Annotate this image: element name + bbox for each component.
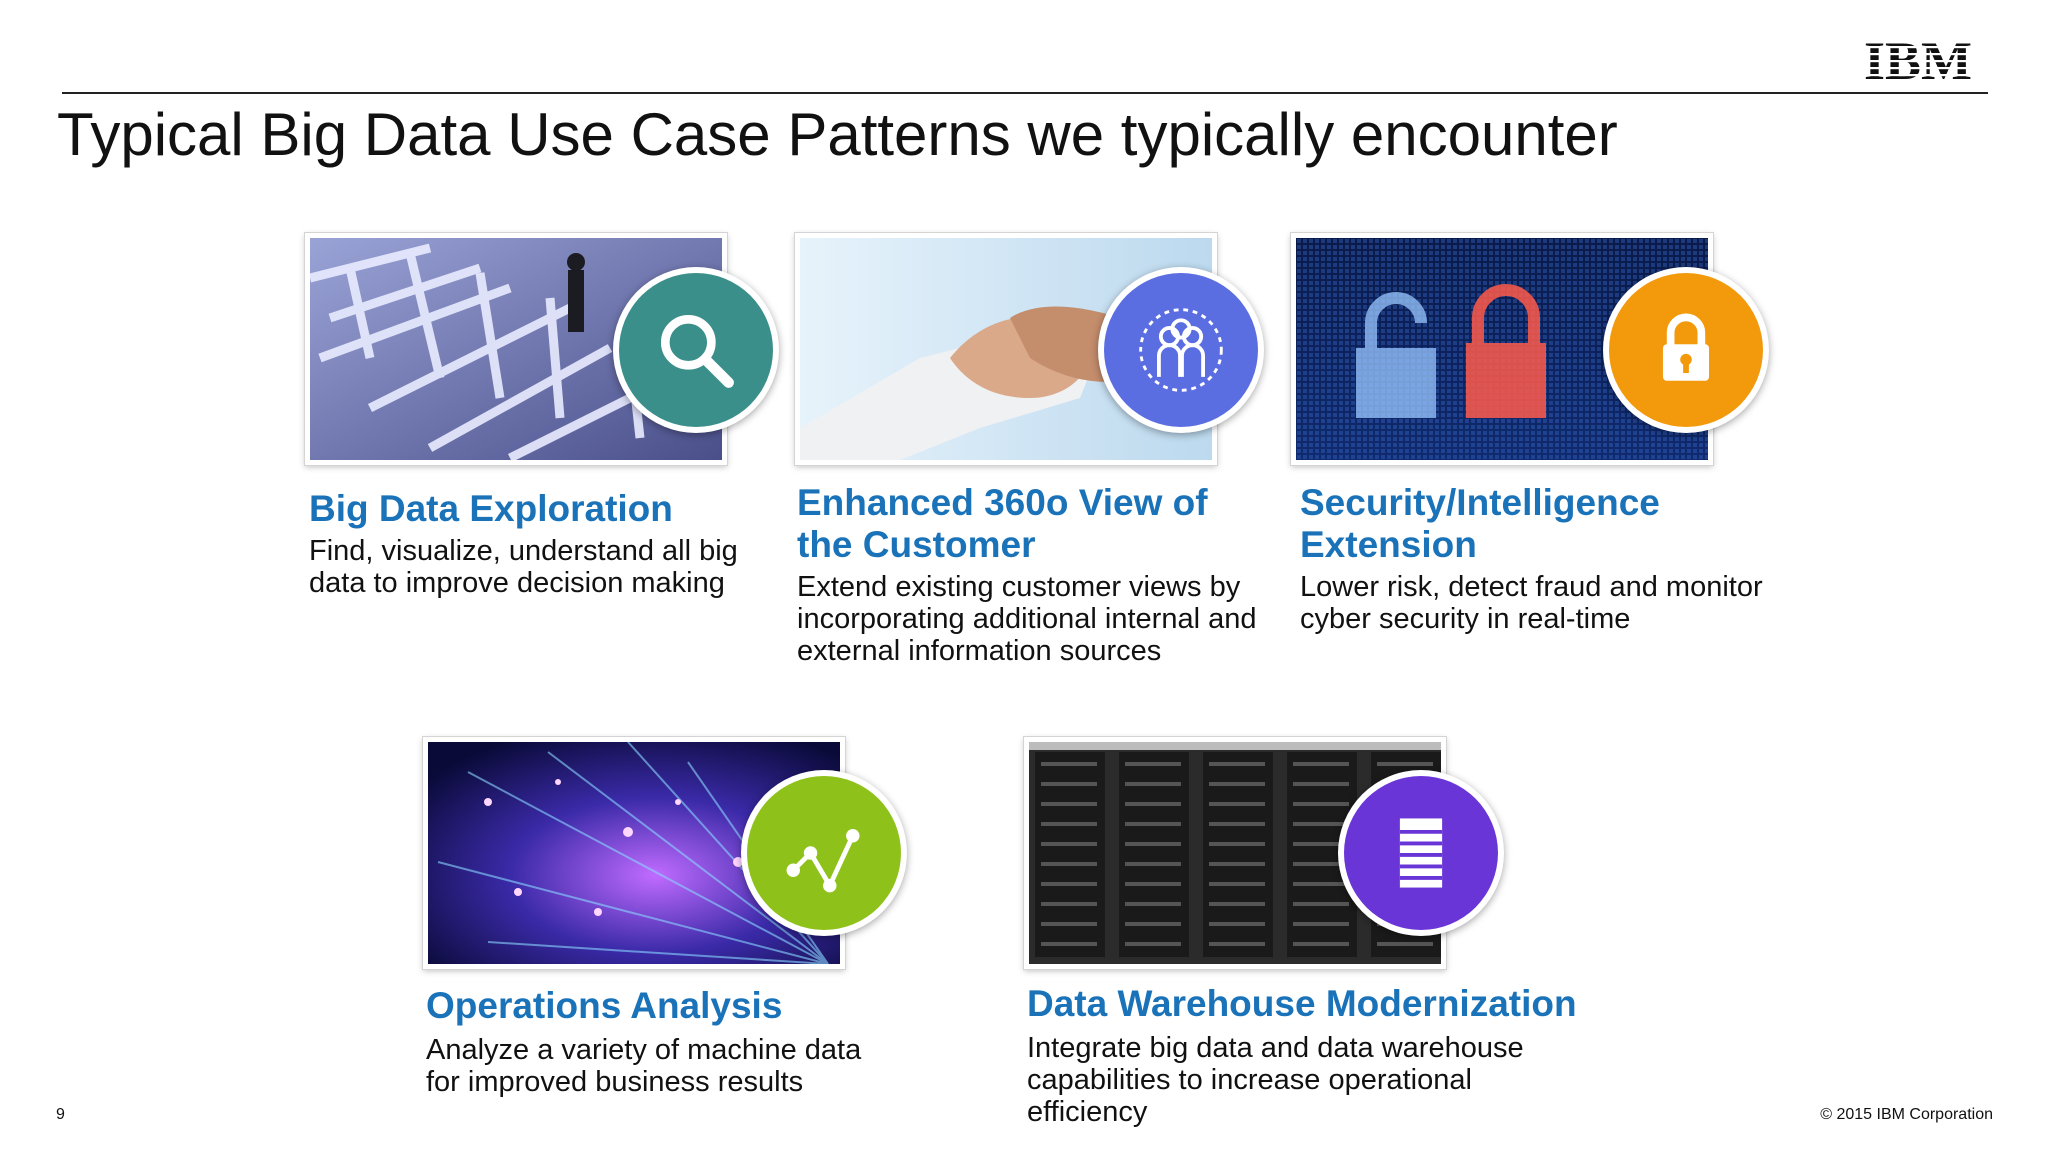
- ibm-logo: IBM: [1864, 34, 1972, 82]
- card-title: Security/Intelligence Extension: [1300, 482, 1660, 565]
- card-description: Find, visualize, understand all big data…: [309, 535, 738, 599]
- card-title: Operations Analysis: [426, 985, 783, 1026]
- copyright-notice: © 2015 IBM Corporation: [1820, 1106, 1993, 1123]
- card-description: Lower risk, detect fraud and monitor cyb…: [1300, 571, 1763, 635]
- card-title: Big Data Exploration: [309, 488, 673, 529]
- padlock-icon: [1609, 273, 1763, 427]
- database-server-icon: [1344, 776, 1498, 930]
- card-title: Enhanced 360o View of the Customer: [797, 482, 1208, 565]
- card-description: Integrate big data and data warehouse ca…: [1027, 1032, 1524, 1128]
- magnifier-icon: [619, 273, 773, 427]
- line-graph-badge: [741, 770, 907, 936]
- card-description: Extend existing customer views by incorp…: [797, 571, 1257, 667]
- customer-badge: [1098, 267, 1264, 433]
- page-number: 9: [56, 1106, 65, 1123]
- magnifier-badge: [613, 267, 779, 433]
- page-title: Typical Big Data Use Case Patterns we ty…: [57, 101, 1618, 168]
- card-title: Data Warehouse Modernization: [1027, 983, 1577, 1024]
- database-badge: [1338, 770, 1504, 936]
- customer-group-icon: [1104, 273, 1258, 427]
- header-rule: [62, 92, 1988, 94]
- card-description: Analyze a variety of machine data for im…: [426, 1034, 862, 1098]
- padlock-badge: [1603, 267, 1769, 433]
- svg-text:IBM: IBM: [1864, 34, 1972, 82]
- line-graph-icon: [747, 776, 901, 930]
